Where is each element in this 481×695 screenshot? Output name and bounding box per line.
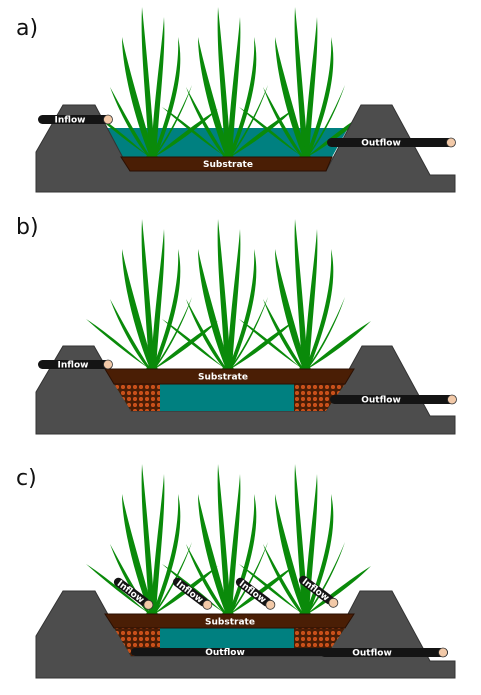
pipe-opening-icon [447,394,457,405]
outflow-pipe-c-2 [320,648,448,657]
substrate-label-b: Substrate [198,373,248,383]
pipe-opening-icon [143,599,154,610]
inflow-pipe-c-2: Inflow [172,577,213,610]
inflow-label-a: Inflow [55,116,86,126]
inflow-pipe-a [38,115,110,124]
pipe-opening-icon [202,599,213,610]
panel-b: b) Substrate Inflow Outflow [16,215,457,435]
outflow-pipe-c-1 [131,648,331,656]
plants-b [86,219,371,371]
substrate-layer-b [104,368,355,385]
pipe-opening-icon [103,359,113,370]
substrate-label-c: Substrate [205,618,255,628]
substrate-layer-a [120,156,333,172]
pipe-opening-icon [103,114,113,125]
pipe-opening-icon [328,597,339,608]
outflow-label-c-2: Outflow [352,649,392,659]
gravel-zone-b-left [114,384,160,411]
panel-label-c: c) [16,466,37,491]
pipe-opening-icon [438,647,448,658]
substrate-label-a: Substrate [203,160,253,170]
pipe-opening-icon [446,137,456,148]
panel-label-b: b) [16,215,39,240]
inflow-pipe-b [38,360,110,369]
panel-a: a) Substrate Inflow Outflow [16,7,456,193]
outflow-label-b: Outflow [361,396,401,406]
water-layer-b [114,384,345,411]
gravel-zone-b-right [294,384,345,411]
panel-label-a: a) [16,16,38,41]
inflow-label-b: Inflow [58,361,89,371]
panel-c: c) Substrate Outflow Outflow Inflow [16,464,456,679]
outflow-label-c-1: Outflow [205,648,245,658]
outflow-label-a: Outflow [361,139,401,149]
substrate-layer-c [104,613,355,629]
pipe-opening-icon [265,599,276,610]
outflow-pipe-a [327,138,455,147]
outflow-pipe-b [330,395,455,404]
